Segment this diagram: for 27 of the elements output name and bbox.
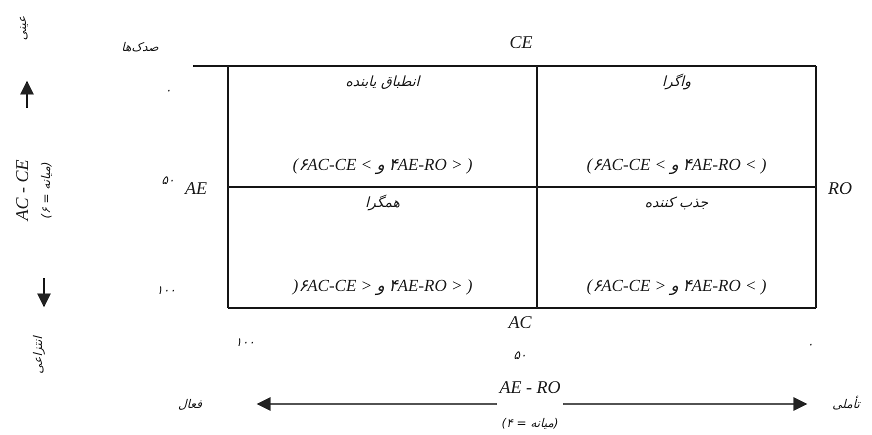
tick-label: ۵۰ — [514, 349, 526, 361]
condition-formula: (۶AC-CE < و ۴AE-RO > ) — [292, 155, 472, 174]
axis-end-label: AE — [185, 179, 207, 197]
axis-pole-label: عینی — [16, 16, 28, 40]
tick-label: ۰ — [806, 338, 814, 350]
axis-pole-label: انتزاعی — [32, 336, 44, 374]
tick-label: ۱۰۰ — [235, 336, 255, 348]
condition-formula: (۶AC-CE < و ۴AE-RO < ) — [586, 155, 766, 174]
median-note: (میانه = ۶) — [40, 162, 52, 218]
median-note: (میانه = ۴) — [502, 417, 558, 429]
axis-title: AC - CE — [13, 160, 31, 220]
axis-end-label: RO — [828, 179, 852, 197]
tick-label: ۰ — [164, 84, 172, 96]
tick-label: ۱۰۰ — [156, 284, 176, 296]
axis-title: صدک‌ها — [121, 41, 159, 53]
axis-title: AE - RO — [500, 378, 560, 396]
quadrant-title: واگرا — [661, 74, 692, 90]
tick-label: ۵۰ — [162, 174, 174, 186]
axis-end-label: AC — [508, 313, 532, 331]
quadrant-title: انطباق یابنده — [344, 74, 422, 90]
axis-pole-label: فعال — [178, 398, 202, 410]
axis-end-label: CE — [510, 33, 532, 51]
axis-pole-label: تأملی — [832, 398, 860, 410]
quadrant-title: جذب کننده — [644, 195, 710, 211]
condition-formula: )۶AC-CE > و ۴AE-RO > ) — [292, 276, 472, 295]
quadrant-title: همگرا — [364, 195, 401, 211]
condition-formula: (۶AC-CE > و ۴AE-RO < ) — [586, 276, 766, 295]
